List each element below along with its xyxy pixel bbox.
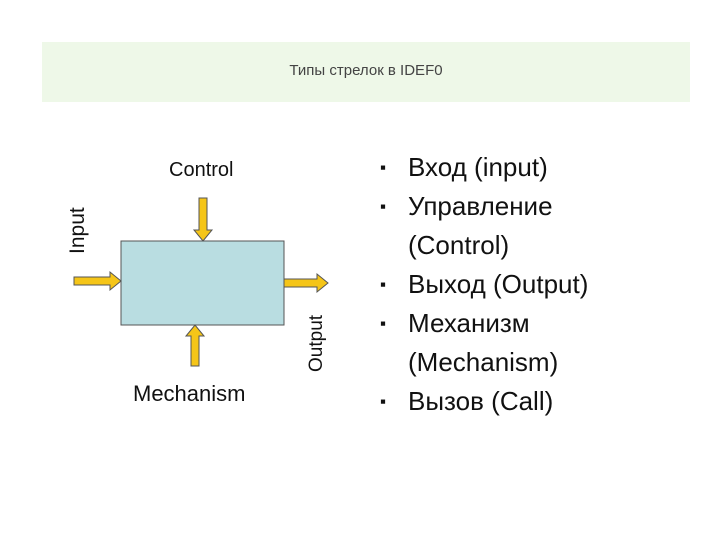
- square-bullet-icon: ▪: [380, 392, 387, 411]
- list-item-line: (Mechanism): [408, 347, 559, 377]
- square-bullet-icon: ▪: [380, 275, 387, 294]
- list-item: ▪ Вход (input): [380, 148, 700, 187]
- arrow-types-list: ▪ Вход (input) ▪ Управление (Control) ▪ …: [380, 148, 700, 421]
- output-label: Output: [306, 314, 327, 372]
- square-bullet-icon: ▪: [380, 314, 387, 333]
- function-box: [120, 240, 285, 326]
- square-bullet-icon: ▪: [380, 158, 387, 177]
- control-label: Control: [169, 159, 233, 181]
- list-item: ▪ Управление (Control): [380, 187, 700, 265]
- control-arrow: [192, 197, 214, 242]
- list-item-line: Механизм: [408, 308, 530, 338]
- list-item: ▪ Вызов (Call): [380, 382, 700, 421]
- list-item-line: Вызов (Call): [408, 386, 554, 416]
- list-item: ▪ Механизм (Mechanism): [380, 304, 700, 382]
- slide-title: Типы стрелок в IDEF0: [289, 62, 443, 79]
- input-label: Input: [66, 207, 89, 254]
- list-item-line: Вход (input): [408, 152, 548, 182]
- square-bullet-icon: ▪: [380, 197, 387, 216]
- mechanism-label: Mechanism: [133, 381, 245, 406]
- list-item-line: Управление: [408, 191, 553, 221]
- list-item: ▪ Выход (Output): [380, 265, 700, 304]
- list-item-line: Выход (Output): [408, 269, 589, 299]
- title-bar: Типы стрелок в IDEF0: [42, 42, 690, 102]
- mechanism-arrow: [184, 324, 206, 367]
- output-arrow: [283, 272, 329, 294]
- input-arrow: [73, 270, 122, 292]
- list-item-line: (Control): [408, 230, 510, 260]
